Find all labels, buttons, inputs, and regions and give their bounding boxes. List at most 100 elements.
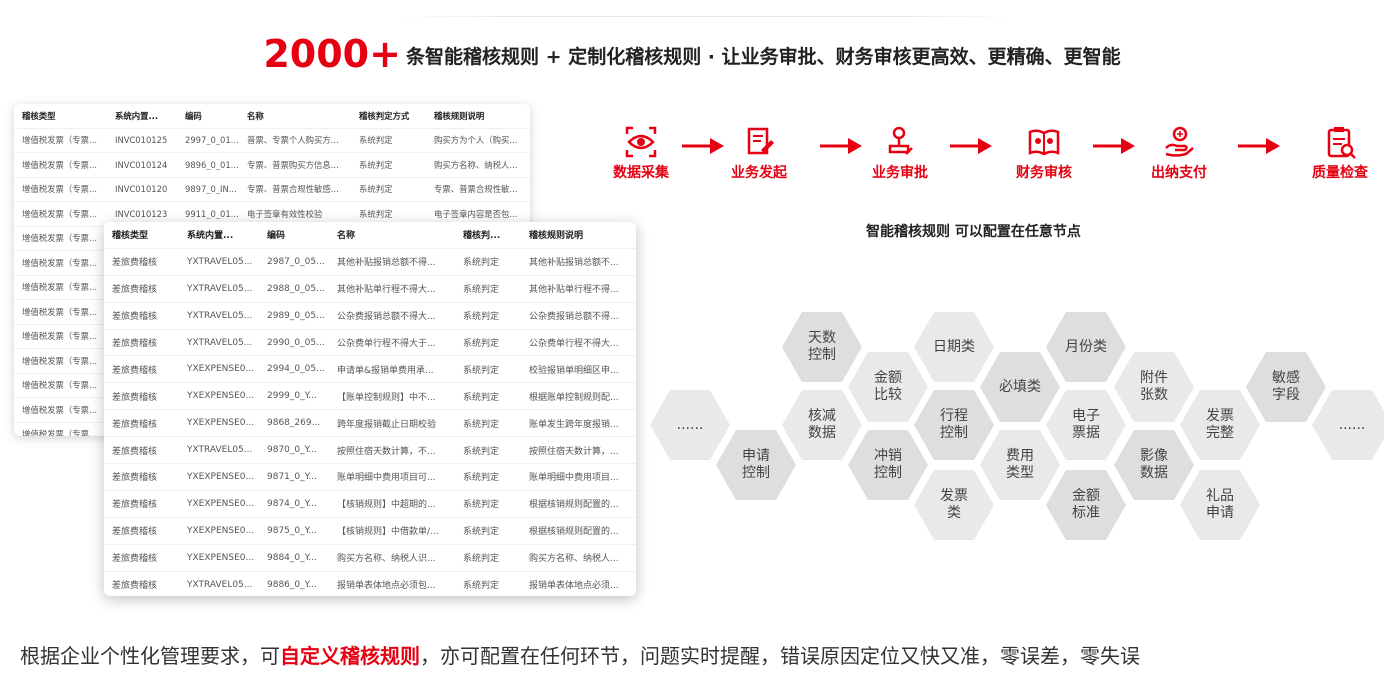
rule-category-hex: 月份类 (1046, 312, 1126, 382)
table-cell: YXTRAVEL05... (187, 445, 253, 456)
table-cell: 差旅费稽核 (112, 419, 158, 430)
table-cell: 9886_0_Y... (267, 579, 317, 590)
table-cell: 购买方名称、纳税人识... (337, 554, 436, 565)
table-cell: 差旅费稽核 (112, 258, 158, 269)
table-cell: 系统判定 (359, 184, 393, 195)
hand-coin-icon (1124, 124, 1234, 160)
table-cell: 增值税发票（专票... (22, 184, 97, 195)
rule-category-hex: 冲销 控制 (848, 430, 928, 500)
table-cell: 电子签章内容是否包... (434, 208, 518, 219)
table-cell: 增值税发票（专票... (22, 135, 97, 146)
table-cell: 账单明细中费用项目... (529, 473, 619, 484)
table-cell: YXTRAVEL05... (187, 256, 253, 267)
table-cell: 差旅费稽核 (112, 473, 158, 484)
rule-category-hex: 发票 完整 (1180, 390, 1260, 460)
column-header: 稽核规则说明 (529, 231, 584, 242)
flow-step-label: 业务审批 (872, 165, 928, 181)
table-cell: 差旅费稽核 (112, 527, 158, 538)
rule-category-hex: 日期类 (914, 312, 994, 382)
table-cell: 9884_0_Y... (267, 552, 317, 563)
column-header: 编码 (185, 110, 202, 121)
rule-category-hex: 金额 标准 (1046, 470, 1126, 540)
rule-category-hex: ...... (1312, 390, 1384, 460)
table-cell: 购买方为个人（购买... (434, 135, 518, 146)
table-cell: 账单明细中费用项目可... (337, 473, 436, 484)
table-cell: 公杂费报销总额不得大... (337, 312, 436, 323)
table-cell: 9868_269... (267, 418, 321, 429)
table-cell: INVC010125 (115, 135, 168, 146)
rule-category-hex: 费用 类型 (980, 430, 1060, 500)
table-cell: YXTRAVEL05... (187, 310, 253, 321)
table-cell: 专票、普票购买方信息... (247, 159, 339, 170)
table-cell: 增值税发票（专票... (22, 306, 97, 317)
table-cell: 购买方名称、纳税人... (434, 159, 518, 170)
table-cell: INVC010123 (115, 208, 168, 219)
rule-category-hex: 天数 控制 (782, 312, 862, 382)
table-cell: 系统判定 (463, 339, 500, 349)
eye-scan-icon (586, 124, 696, 160)
column-header: 稽核类型 (112, 231, 149, 242)
rule-category-hex: 礼品 申请 (1180, 470, 1260, 540)
table-cell: 2989_0_05... (267, 310, 325, 321)
table-cell: 其他补贴报销总额不... (529, 258, 619, 269)
flow-step: 数据采集 (586, 124, 696, 182)
table-cell: 其他补贴报销总额不得... (337, 258, 436, 269)
table-cell: 2988_0_05... (267, 283, 325, 294)
approval-stamp-icon (845, 124, 955, 160)
table-cell: YXEXPENSE0... (187, 391, 255, 402)
table-cell: 系统判定 (463, 527, 500, 538)
table-cell: YXTRAVEL05... (187, 579, 253, 590)
table-cell: YXEXPENSE0... (187, 471, 255, 482)
table-cell: 按照住宿天数计算，不... (337, 446, 436, 457)
table-cell: 系统判定 (463, 500, 500, 511)
table-cell: 增值税发票（专票... (22, 380, 97, 391)
column-header: 稽核类型 (22, 110, 56, 121)
table-cell: 按照住宿天数计算，... (529, 446, 619, 457)
rule-category-hex: 行程 控制 (914, 390, 994, 460)
table-cell: 9897_0_IN... (185, 184, 237, 195)
table-row[interactable]: 增值税发票（专票... (14, 423, 530, 436)
table-cell: 差旅费稽核 (112, 365, 158, 376)
table-cell: YXEXPENSE0... (187, 364, 255, 375)
rule-category-hex: 必填类 (980, 352, 1060, 422)
flow-step-label: 数据采集 (613, 165, 669, 181)
table-cell: 根据核销规则配置的... (529, 500, 619, 511)
table-cell: 校验报销单明细区申... (529, 365, 619, 376)
table-cell: 差旅费稽核 (112, 285, 158, 296)
flow-step: 业务审批 (845, 124, 955, 182)
column-header: 稽核规则说明 (434, 110, 485, 121)
book-review-icon (989, 124, 1099, 160)
table-cell: 系统判定 (463, 365, 500, 376)
table-cell: 9875_0_Y... (267, 525, 317, 536)
table-cell: 差旅费稽核 (112, 392, 158, 403)
document-pen-icon (704, 124, 814, 160)
table-cell: 报销单表体地点必须包... (337, 581, 436, 592)
table-cell: 根据核销规则配置的... (529, 527, 619, 538)
table-cell: 【账单控制规则】中不... (337, 392, 436, 403)
table-cell: 系统判定 (463, 554, 500, 565)
table-cell: 系统判定 (463, 392, 500, 403)
header-divider (395, 16, 1015, 17)
table-cell: 公杂费单行程不得大于... (337, 339, 436, 349)
flow-step-label: 质量检查 (1312, 165, 1368, 181)
table-cell: 系统判定 (359, 208, 393, 219)
table-cell: 增值税发票（专票... (22, 159, 97, 170)
table-cell: 增值税发票（专票... (22, 233, 97, 244)
table-cell: 增值税发票（专票... (22, 404, 97, 415)
